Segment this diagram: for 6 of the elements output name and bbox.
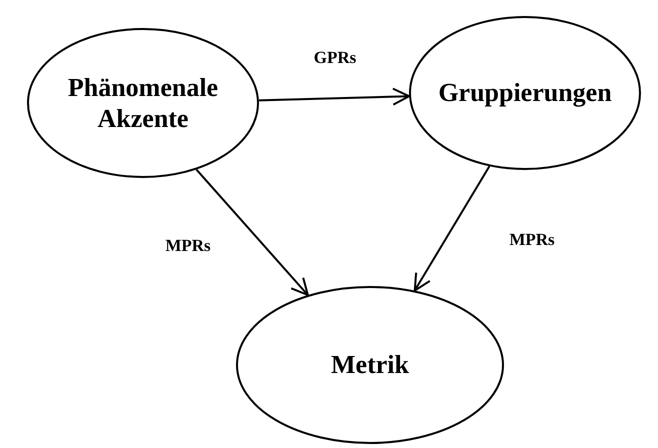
arrow <box>258 88 410 106</box>
arrow <box>414 166 490 292</box>
node-label: Metrik <box>331 349 409 381</box>
node-label: Gruppierungen <box>438 77 612 109</box>
node-label: Phänomenale Akzente <box>66 72 220 134</box>
arrow <box>196 168 309 296</box>
